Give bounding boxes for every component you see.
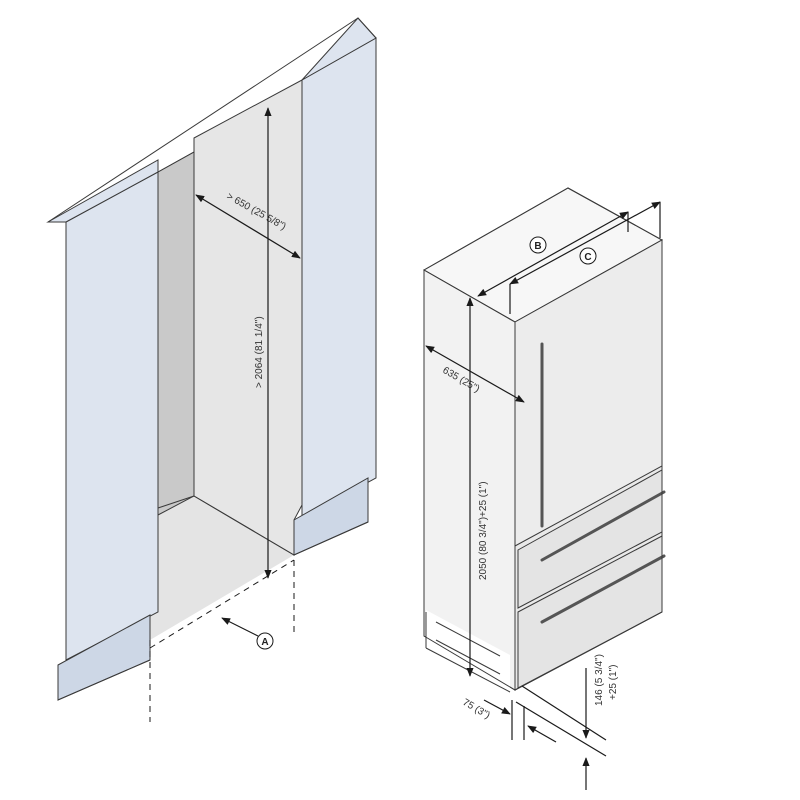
- dimension-c-line: [509, 201, 661, 285]
- left-cabinet-panel: [65, 171, 159, 661]
- callout-b-label: B: [534, 241, 541, 252]
- niche-floor: [150, 488, 294, 640]
- niche-installation: > 650 (25 5/8") > 2064 (81 1/4") A: [46, 17, 377, 722]
- plinth-height-label-line2: +25 (1"): [608, 664, 619, 700]
- plinth-height-label-line1: 146 (5 3/4"): [594, 654, 605, 706]
- right-cabinet-panel: [301, 37, 377, 519]
- niche-height-label: > 2064 (81 1/4"): [254, 316, 265, 388]
- direction-a-arrow: [221, 617, 259, 637]
- appliance-height-label: 2050 (80 3/4")+25 (1"): [478, 481, 489, 580]
- callout-c-label: C: [584, 252, 591, 263]
- callout-a-label: A: [261, 637, 268, 648]
- niche-side-wall: [157, 151, 195, 516]
- middle-drawer-handle: [540, 490, 666, 562]
- lower-drawer-handle: [540, 554, 666, 624]
- callout-b-circle: [529, 236, 547, 254]
- callout-c-circle: [579, 247, 597, 265]
- niche-width-dimension-line: [195, 194, 301, 259]
- plinth-depth-arrow-right: [527, 725, 557, 743]
- plinth-depth-label: 75 (3"): [461, 697, 492, 721]
- niche-back-wall: [193, 79, 303, 556]
- appliance-depth-dimension-line: [425, 345, 525, 403]
- appliance: 635 (25") 2050 (80 3/4")+25 (1") B C 146…: [422, 187, 666, 790]
- plinth-depth-arrow-left: [483, 699, 511, 715]
- callout-a-circle: [256, 632, 274, 650]
